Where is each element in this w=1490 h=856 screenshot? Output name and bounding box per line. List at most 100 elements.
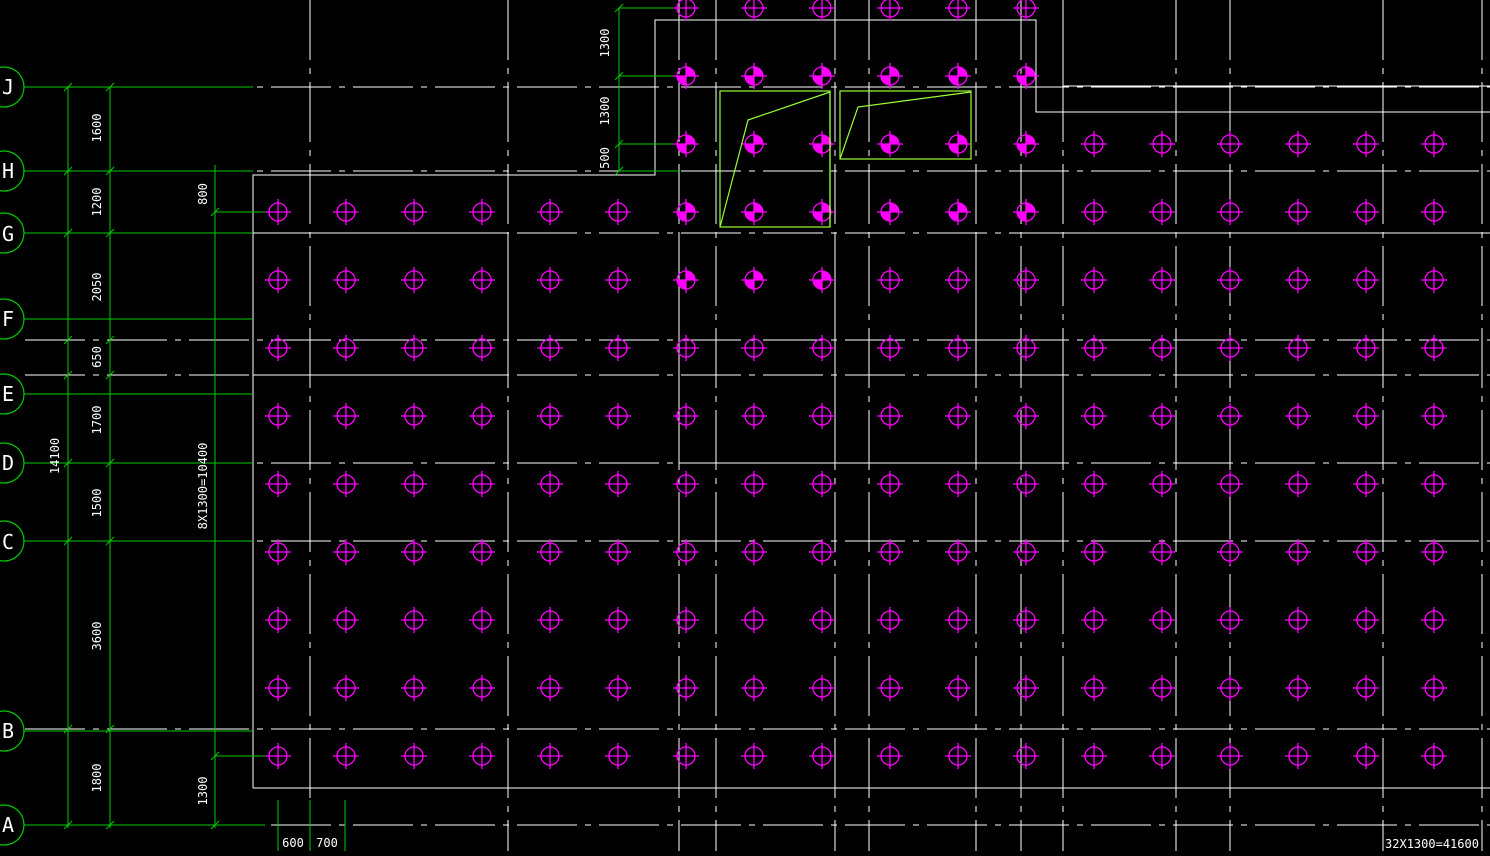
pile-fill-q1 bbox=[686, 67, 695, 76]
pile-marker bbox=[809, 403, 835, 429]
pile-marker bbox=[1285, 675, 1311, 701]
pile-marker bbox=[1421, 471, 1447, 497]
pile-marker-filled bbox=[673, 199, 699, 225]
pile-marker-filled bbox=[809, 131, 835, 157]
axis-label-B: B bbox=[2, 719, 14, 743]
pile-marker bbox=[469, 607, 495, 633]
pile-marker bbox=[1285, 743, 1311, 769]
pile-fill-q1 bbox=[890, 135, 899, 144]
pile-marker bbox=[265, 267, 291, 293]
dim-label-top-offset: 800 bbox=[196, 183, 210, 205]
dim-tick bbox=[105, 536, 115, 546]
pile-marker bbox=[809, 539, 835, 565]
pile-fill-q1 bbox=[822, 67, 831, 76]
pile-marker bbox=[1421, 743, 1447, 769]
pile-marker bbox=[605, 607, 631, 633]
pile-fill-q3 bbox=[1017, 76, 1026, 85]
pile-marker bbox=[1353, 131, 1379, 157]
pile-marker bbox=[469, 199, 495, 225]
axis-label-H: H bbox=[2, 159, 14, 183]
pile-marker bbox=[1285, 403, 1311, 429]
pile-marker bbox=[469, 539, 495, 565]
pile-fill-q3 bbox=[745, 76, 754, 85]
pile-fill-q1 bbox=[958, 203, 967, 212]
pile-marker bbox=[605, 403, 631, 429]
pile-marker bbox=[401, 743, 427, 769]
pile-marker bbox=[537, 199, 563, 225]
axis-label-A: A bbox=[2, 813, 14, 837]
pile-marker bbox=[1353, 199, 1379, 225]
pile-marker bbox=[877, 607, 903, 633]
pile-marker bbox=[1081, 131, 1107, 157]
pile-marker bbox=[877, 0, 903, 21]
pile-marker bbox=[469, 267, 495, 293]
axis-label-F: F bbox=[2, 307, 14, 331]
pile-marker bbox=[1013, 403, 1039, 429]
pile-marker bbox=[877, 403, 903, 429]
pile-marker bbox=[945, 471, 971, 497]
pile-marker bbox=[469, 743, 495, 769]
pile-fill-q3 bbox=[949, 144, 958, 153]
pile-fill-q1 bbox=[754, 67, 763, 76]
pile-marker bbox=[1217, 743, 1243, 769]
pile-marker bbox=[469, 335, 495, 361]
pile-marker-filled bbox=[945, 199, 971, 225]
pile-marker bbox=[605, 471, 631, 497]
pile-fill-q1 bbox=[754, 271, 763, 280]
pile-fill-q3 bbox=[677, 76, 686, 85]
dim-label-bottom-700: 700 bbox=[316, 836, 338, 850]
pile-fill-q1 bbox=[686, 135, 695, 144]
pile-marker bbox=[1013, 471, 1039, 497]
pile-marker bbox=[333, 675, 359, 701]
pile-marker bbox=[537, 403, 563, 429]
pile-fill-q3 bbox=[813, 76, 822, 85]
pile-marker bbox=[741, 675, 767, 701]
partition-line bbox=[835, 233, 1064, 464]
pile-marker bbox=[741, 0, 767, 21]
annotation-text-layer: 1600 1200 2050 650 1700 1500 3600 1800 1… bbox=[2, 29, 1479, 851]
dim-label-top-1300-b: 1300 bbox=[598, 97, 612, 126]
pile-marker bbox=[333, 743, 359, 769]
pile-marker bbox=[401, 335, 427, 361]
pile-marker bbox=[945, 335, 971, 361]
pile-fill-q1 bbox=[890, 67, 899, 76]
pile-marker-filled bbox=[1013, 63, 1039, 89]
dim-label-total: 14100 bbox=[48, 438, 62, 474]
partition-line bbox=[253, 232, 509, 375]
dim-tick bbox=[105, 820, 115, 830]
dim-label-pile-spacing: 8X1300=10400 bbox=[196, 443, 210, 530]
pile-marker bbox=[673, 675, 699, 701]
pile-marker-filled bbox=[741, 199, 767, 225]
pile-marker bbox=[469, 471, 495, 497]
pile-fill-q1 bbox=[822, 135, 831, 144]
pile-marker bbox=[1217, 403, 1243, 429]
pile-marker bbox=[1149, 335, 1175, 361]
pile-marker bbox=[1421, 607, 1447, 633]
pile-marker bbox=[877, 743, 903, 769]
pile-marker bbox=[1421, 335, 1447, 361]
pile-marker bbox=[1217, 539, 1243, 565]
pile-marker bbox=[537, 267, 563, 293]
pile-marker-filled bbox=[877, 131, 903, 157]
pile-marker bbox=[1285, 539, 1311, 565]
pile-marker bbox=[401, 471, 427, 497]
pile-fill-q3 bbox=[813, 280, 822, 289]
pile-marker bbox=[673, 743, 699, 769]
pile-marker bbox=[809, 471, 835, 497]
pile-marker bbox=[401, 267, 427, 293]
pile-marker bbox=[1149, 471, 1175, 497]
pile-marker-filled bbox=[741, 131, 767, 157]
pile-fill-q3 bbox=[677, 280, 686, 289]
pile-marker bbox=[809, 0, 835, 21]
pile-marker bbox=[673, 539, 699, 565]
dim-tick bbox=[63, 370, 73, 380]
pile-marker bbox=[1149, 131, 1175, 157]
pile-marker-filled bbox=[877, 63, 903, 89]
pile-marker-filled bbox=[945, 63, 971, 89]
pile-marker bbox=[333, 267, 359, 293]
pile-marker bbox=[1081, 267, 1107, 293]
highlight-box-right bbox=[839, 90, 972, 160]
pile-fill-q3 bbox=[1017, 144, 1026, 153]
dimension-layer bbox=[0, 3, 680, 851]
